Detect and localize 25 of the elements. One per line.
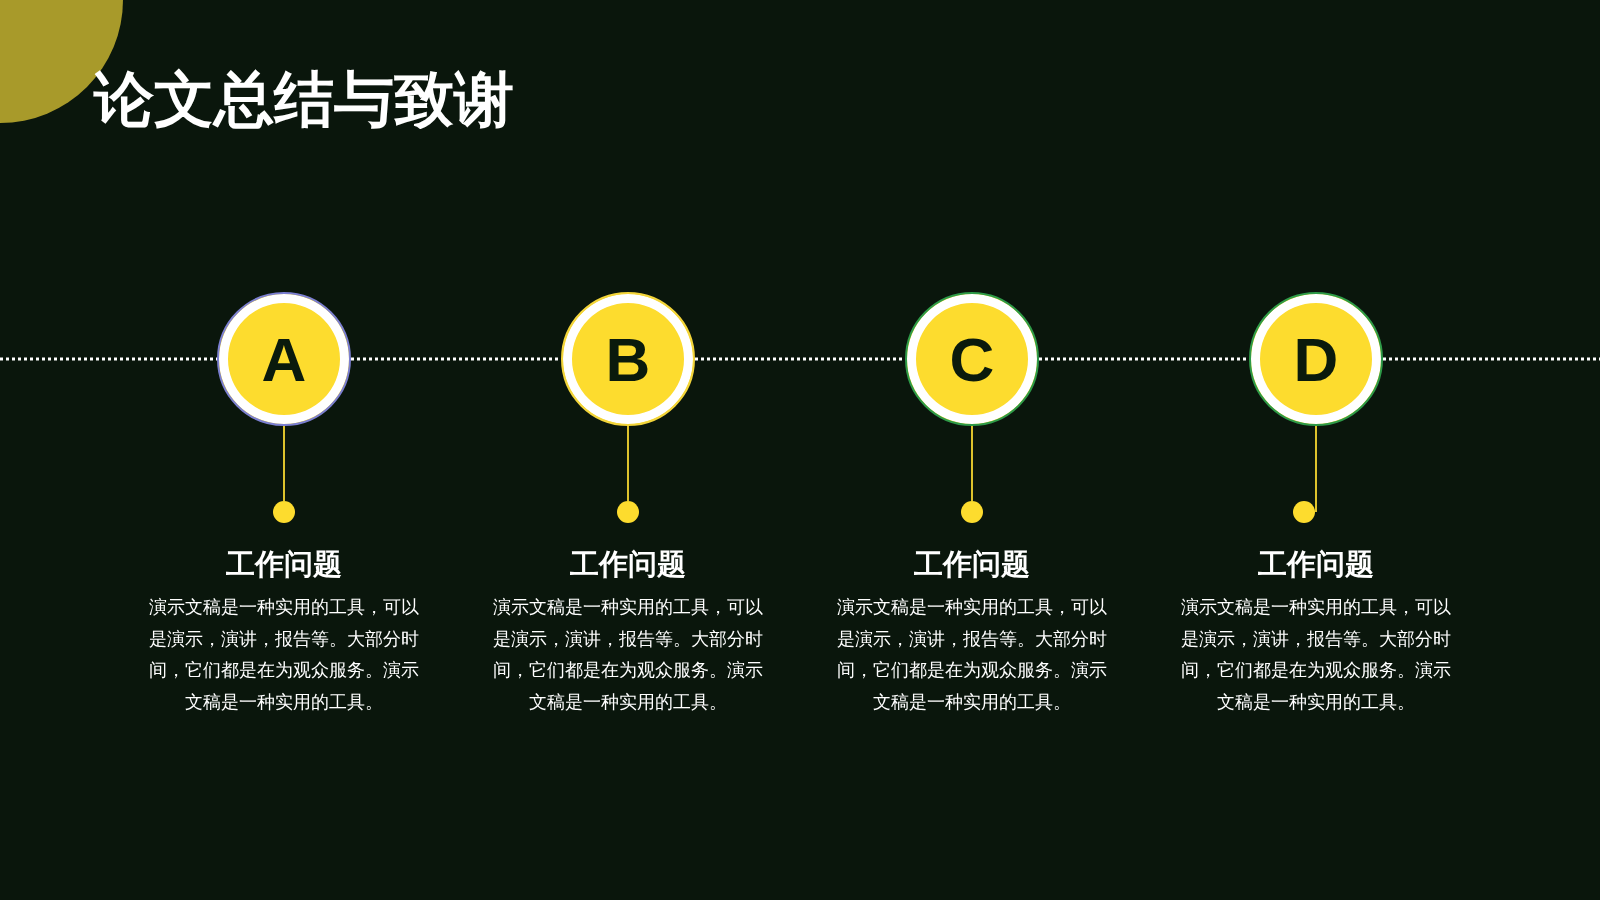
dot (961, 501, 983, 523)
letter-circle: B (561, 292, 695, 426)
description-text: 演示文稿是一种实用的工具，可以是演示，演讲，报告等。大部分时间，它们都是在为观众服务。演示文稿是一种实用的工具。 (148, 595, 420, 714)
letter-circle: A (217, 292, 351, 426)
description-text: 演示文稿是一种实用的工具，可以是演示，演讲，报告等。大部分时间，它们都是在为观众服务。演示文稿是一种实用的工具。 (836, 595, 1108, 714)
connector-line (1315, 425, 1317, 513)
section-heading: 工作问题 (1257, 546, 1375, 583)
connector-line (971, 425, 973, 502)
dotted-line (351, 357, 561, 361)
description-text: 演示文稿是一种实用的工具，可以是演示，演讲，报告等。大部分时间，它们都是在为观众服务。演示文稿是一种实用的工具。 (1180, 595, 1452, 714)
section-heading: 工作问题 (225, 546, 343, 583)
connector-line (283, 425, 285, 502)
letter-circle: D (1249, 292, 1383, 426)
section-heading: 工作问题 (913, 546, 1031, 583)
dot (273, 501, 295, 523)
section-heading: 工作问题 (569, 546, 687, 583)
dotted-line (1039, 357, 1249, 361)
dotted-line (695, 357, 905, 361)
connector-line (627, 425, 629, 502)
description-text: 演示文稿是一种实用的工具，可以是演示，演讲，报告等。大部分时间，它们都是在为观众服务。演示文稿是一种实用的工具。 (492, 595, 764, 714)
dotted-line (1383, 357, 1600, 361)
title: 论文总结与致谢 (94, 63, 514, 136)
dot (617, 501, 639, 523)
dot (1293, 501, 1315, 523)
letter-circle: C (905, 292, 1039, 426)
